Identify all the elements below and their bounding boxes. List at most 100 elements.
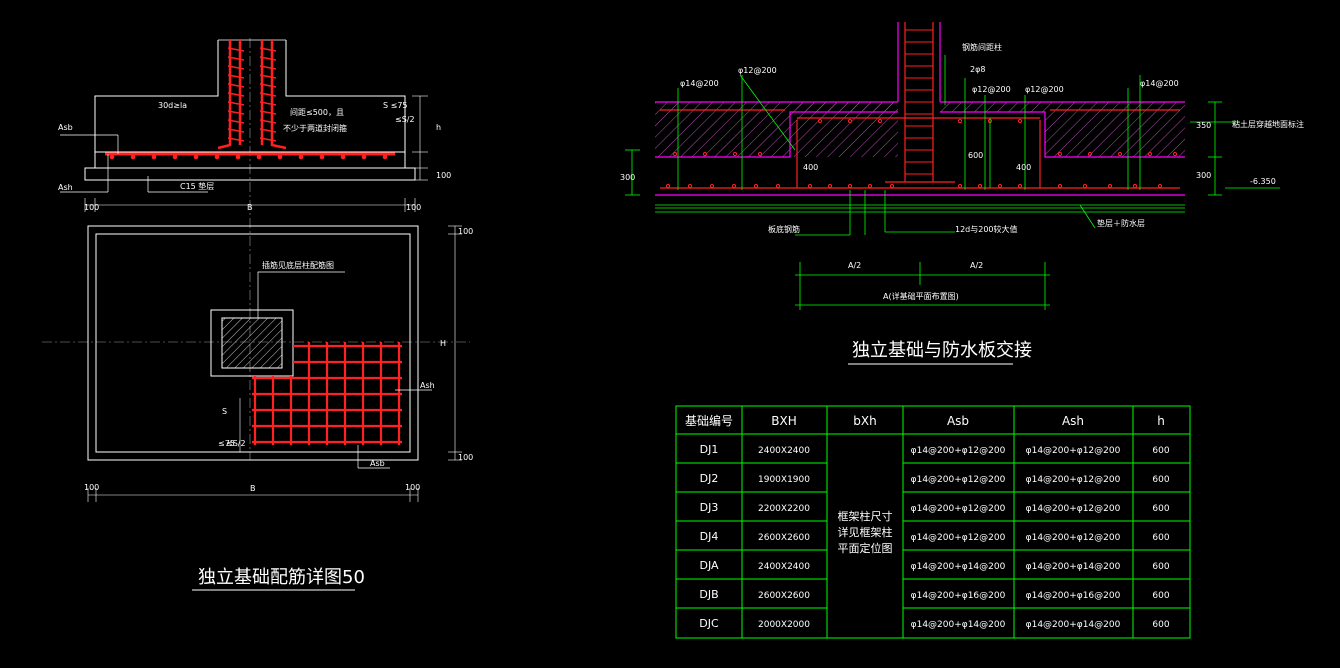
table-cell: φ14@200+φ12@200 xyxy=(1026,504,1121,514)
slab-rebar-dot xyxy=(1132,183,1138,189)
stirrup xyxy=(227,56,245,61)
label-s75: S ≤75 xyxy=(383,101,408,110)
dim-400-right: 400 xyxy=(1016,163,1031,172)
table-cell: φ14@200+φ12@200 xyxy=(1026,475,1121,485)
table-cell: φ14@200+φ12@200 xyxy=(911,446,1006,456)
stirrup xyxy=(259,137,277,142)
table-cell: 600 xyxy=(1152,591,1169,601)
label-phi14-left: φ14@200 xyxy=(680,79,719,88)
rebar-dot xyxy=(340,154,346,160)
dim-100-bottom-left: 100 xyxy=(84,483,99,492)
table-cell: φ14@200+φ12@200 xyxy=(911,533,1006,543)
dim-400-left: 400 xyxy=(803,163,818,172)
merged-note-2: 详见框架柱 xyxy=(838,525,893,539)
table-cell: φ14@200+φ16@200 xyxy=(1026,591,1121,601)
table-cell: DJ3 xyxy=(700,501,719,514)
table-grid xyxy=(675,405,1191,639)
label-H: H xyxy=(440,339,446,348)
stirrup xyxy=(227,119,245,124)
slab-rebar-dot xyxy=(1147,151,1153,157)
rebar-dot xyxy=(382,154,388,160)
table-cell: φ14@200+φ14@200 xyxy=(911,620,1006,630)
label-asb-top: Asb xyxy=(58,123,73,132)
left-drawing-title: 独立基础配筋详图50 xyxy=(198,567,365,588)
slab-rebar-dot xyxy=(1017,183,1023,189)
pedestal-stirrups xyxy=(905,29,933,175)
table-header-cell: 基础编号 xyxy=(685,413,733,428)
dim-100-right: 100 xyxy=(406,203,421,212)
table-cell: DJ1 xyxy=(700,443,719,456)
rebar-dot xyxy=(256,154,262,160)
label-ash-bottom: Ash xyxy=(58,183,73,192)
slab-rebar-dot xyxy=(702,151,708,157)
slab-rebar-dot xyxy=(757,151,763,157)
label-s-half: ≤S/2 xyxy=(395,115,415,124)
rebar-dot xyxy=(151,154,157,160)
label-B-top: B xyxy=(247,203,253,212)
table-cell: 600 xyxy=(1152,504,1169,514)
bottom-rebar-label: 板底钢筋 xyxy=(768,224,800,234)
table-cell: φ14@200+φ12@200 xyxy=(911,504,1006,514)
stirrup xyxy=(259,65,277,70)
stirrup xyxy=(259,101,277,106)
stirrup xyxy=(259,128,277,133)
slab-rebar-dot xyxy=(1172,151,1178,157)
table-cell: φ14@200+φ14@200 xyxy=(1026,620,1121,630)
table-header-cell: Ash xyxy=(1062,414,1084,428)
stirrup xyxy=(259,110,277,115)
rebar-dot xyxy=(193,154,199,160)
spacing-note-2: 不少于两道封闭箍 xyxy=(283,123,347,133)
label-h: h xyxy=(436,123,441,132)
footing-rebar-dot xyxy=(1017,118,1023,124)
table-cell: 2000X2000 xyxy=(758,620,810,630)
table-cell: φ14@200+φ14@200 xyxy=(1026,562,1121,572)
stirrup xyxy=(227,65,245,70)
dim-600: 600 xyxy=(968,151,983,160)
slab-rebar-dot xyxy=(997,183,1003,189)
slab-rebar-dot xyxy=(827,183,833,189)
plan-rebar-grid xyxy=(252,342,402,445)
label-phi12-mid: φ12@200 xyxy=(972,85,1011,94)
rebar-dot xyxy=(109,154,115,160)
slab-rebar-dot xyxy=(1057,151,1063,157)
slab-rebar-dot xyxy=(957,183,963,189)
table-cell: 600 xyxy=(1152,562,1169,572)
stirrup xyxy=(259,119,277,124)
soil-note: 粘土层穿越地面标注 xyxy=(1232,119,1304,129)
footing-rebar-dot xyxy=(877,118,883,124)
table-cell: 2200X2200 xyxy=(758,504,810,514)
rebar-dot xyxy=(361,154,367,160)
table-header-cell: bXh xyxy=(853,414,876,428)
rebar-dot xyxy=(235,154,241,160)
label-la: 30d≥la xyxy=(158,101,187,110)
dim-350: 350 xyxy=(1196,121,1211,130)
slab-rebar-dot xyxy=(977,183,983,189)
dim-100-vertical: 100 xyxy=(436,171,451,180)
table-header-cell: BXH xyxy=(771,414,796,428)
slab-rebar-dot xyxy=(775,183,781,189)
footing-plan: 插筋见底层柱配筋图 Ash Asb H B S ≤75 ≤S/2 100 100… xyxy=(42,225,473,591)
footing-rebar-dot xyxy=(957,118,963,124)
footing-rebar-dot xyxy=(817,118,823,124)
dim-300-right: 300 xyxy=(1196,171,1211,180)
merged-note-1: 框架柱尺寸 xyxy=(838,509,893,523)
bottom-rebar-dots xyxy=(109,154,388,160)
slab-rebar-dot xyxy=(1057,183,1063,189)
stirrup xyxy=(227,137,245,142)
dim-100-bottom-right: 100 xyxy=(405,483,420,492)
footing-rebar-dot xyxy=(847,118,853,124)
stirrup xyxy=(227,101,245,106)
label-B-bottom: B xyxy=(250,484,256,493)
table-cell: 600 xyxy=(1152,446,1169,456)
table-cell: φ14@200+φ14@200 xyxy=(911,562,1006,572)
slab-rebar-dot xyxy=(672,151,678,157)
slab-rebar-dot xyxy=(1082,183,1088,189)
rebar-dot xyxy=(172,154,178,160)
slab-rebar-dot xyxy=(847,183,853,189)
slab-rebar-dot xyxy=(665,183,671,189)
